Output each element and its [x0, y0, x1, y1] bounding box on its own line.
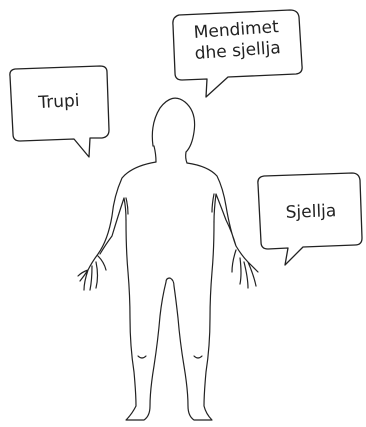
figure-head	[152, 98, 194, 152]
human-figure-icon	[78, 98, 258, 420]
figure-left-arm	[78, 162, 156, 290]
bubble-label-behaviour: Sjellja	[266, 200, 357, 224]
bubble-label-thoughts: Mendimet dhe sjellja	[177, 16, 298, 66]
figure-neck	[154, 146, 187, 163]
figure-torso-legs	[126, 220, 214, 420]
figure-knee-lines	[138, 356, 202, 358]
figure-inner-arm-lines	[126, 194, 214, 214]
figure-right-arm	[187, 163, 258, 288]
bubble-label-body: Trupi	[23, 90, 94, 115]
